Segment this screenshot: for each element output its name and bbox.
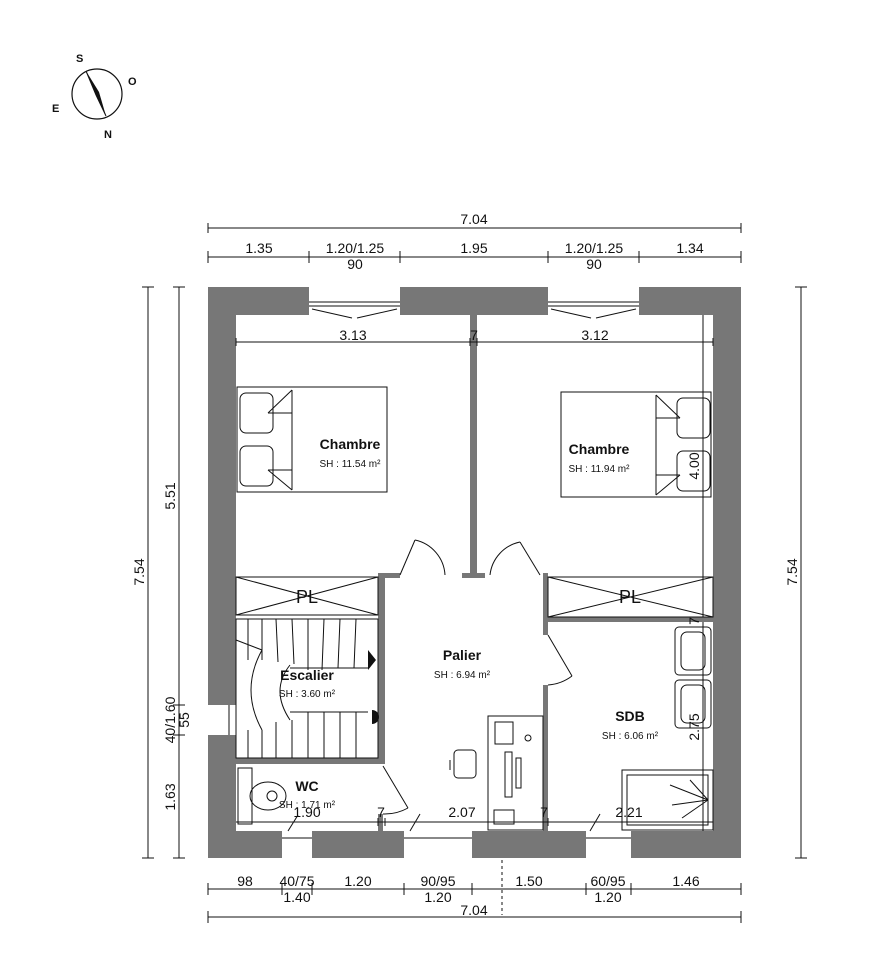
dim-bottom-sub-1: 1.40 [283, 889, 310, 905]
dim-bottom-sub-3: 1.20 [594, 889, 621, 905]
room-area-escalier: SH : 3.60 m² [279, 689, 336, 700]
dim-top-seg-1: 1.35 [245, 240, 272, 256]
window-stair [208, 705, 236, 735]
dim-bottom-seg-5: 1.50 [515, 873, 542, 889]
closets [235, 576, 714, 618]
window-bathroom [586, 831, 631, 858]
dim-bottom-seg-3: 1.20 [344, 873, 371, 889]
room-area-palier: SH : 6.94 m² [434, 670, 491, 681]
dim-wc-width: 1.90 [293, 804, 320, 820]
dim-bottom-sub-2: 1.20 [424, 889, 451, 905]
dim-bottom-seg-7: 1.46 [672, 873, 699, 889]
side-dimension-lines [142, 286, 807, 859]
dim-top-seg-4: 1.20/1.25 [565, 240, 624, 256]
room-name-palier: Palier [443, 647, 482, 663]
window-landing [404, 831, 472, 858]
window-wc [282, 831, 312, 858]
dim-palier-width: 2.07 [448, 804, 475, 820]
bottom-dimension-lines [207, 860, 742, 923]
dim-right-total: 7.54 [784, 558, 800, 585]
room-name-wc: WC [295, 778, 318, 794]
dim-top-total: 7.04 [460, 211, 487, 227]
dim-left-lower: 1.63 [162, 783, 178, 810]
compass-ring [71, 68, 123, 120]
dim-wall-thickness-4: 7 [540, 804, 548, 820]
dim-bottom-seg-6: 60/95 [590, 873, 625, 889]
closet-label-right: PL [619, 587, 641, 607]
room-name-escalier: Escalier [280, 667, 334, 683]
toilet [237, 767, 287, 825]
dim-bottom-seg-2: 40/75 [279, 873, 314, 889]
compass-label-s: S [76, 53, 83, 65]
dim-sdb-depth: 2.75 [686, 713, 702, 740]
dim-sdb-width: 2.21 [615, 804, 642, 820]
closet-left [235, 576, 379, 616]
interior-dimension-lines [235, 315, 714, 831]
dim-top-sub-2: 90 [586, 256, 602, 272]
compass: S O N E [52, 53, 137, 141]
dim-bedroom-2-width: 3.12 [581, 327, 608, 343]
wall-between-bedrooms [470, 315, 477, 575]
wall-landing-right [543, 573, 548, 831]
wall-landing-top [378, 573, 548, 578]
window-bedroom-1 [309, 287, 400, 315]
dim-left-middle-sub: 55 [176, 712, 192, 728]
bed-right [560, 391, 712, 498]
dim-bottom-seg-4: 90/95 [420, 873, 455, 889]
dim-bedroom-1-width: 3.13 [339, 327, 366, 343]
dim-top-seg-5: 1.34 [676, 240, 703, 256]
door-openings [378, 573, 548, 814]
dim-top-seg-2: 1.20/1.25 [326, 240, 385, 256]
window-bedroom-2 [548, 287, 639, 315]
dim-top-sub-1: 90 [347, 256, 363, 272]
room-area-chambre-2: SH : 11.94 m² [569, 464, 631, 475]
dim-bottom-total: 7.04 [460, 902, 487, 918]
room-name-chambre-1: Chambre [320, 436, 381, 452]
windows [208, 287, 639, 858]
wall-wc-top [236, 758, 385, 764]
top-dimension-lines [207, 223, 742, 263]
bathroom-fixtures [621, 626, 714, 831]
desk [449, 715, 544, 831]
room-area-wc: SH : 1.71 m² [279, 800, 336, 811]
room-area-sdb: SH : 6.06 m² [602, 731, 659, 742]
closet-right [547, 576, 714, 618]
room-name-sdb: SDB [615, 708, 645, 724]
dim-left-middle: 40/1.60 [162, 696, 178, 743]
dim-left-upper: 5.51 [162, 482, 178, 509]
compass-needle-north [86, 71, 106, 116]
doors [287, 539, 601, 832]
dim-top-seg-3: 1.95 [460, 240, 487, 256]
room-name-chambre-2: Chambre [569, 441, 630, 457]
stair-direction-arrow [368, 650, 376, 670]
compass-label-n: N [104, 129, 112, 141]
stair-end-marker [372, 710, 379, 724]
room-area-chambre-1: SH : 11.54 m² [320, 459, 382, 470]
wall-sdb-top [548, 617, 713, 622]
dim-bottom-seg-1: 98 [237, 873, 253, 889]
staircase [235, 618, 379, 759]
compass-label-e: E [52, 103, 59, 115]
bed-left [236, 386, 388, 493]
wall-landing-left [378, 573, 385, 758]
dim-wall-thickness-2: 7 [686, 617, 702, 625]
dim-bedroom-2-depth: 4.00 [686, 452, 702, 479]
dim-left-total: 7.54 [131, 558, 147, 585]
compass-label-o: O [128, 76, 137, 88]
dim-wall-thickness-3: 7 [377, 804, 385, 820]
dim-wall-thickness-1: 7 [470, 327, 478, 343]
closet-label-left: PL [296, 587, 318, 607]
